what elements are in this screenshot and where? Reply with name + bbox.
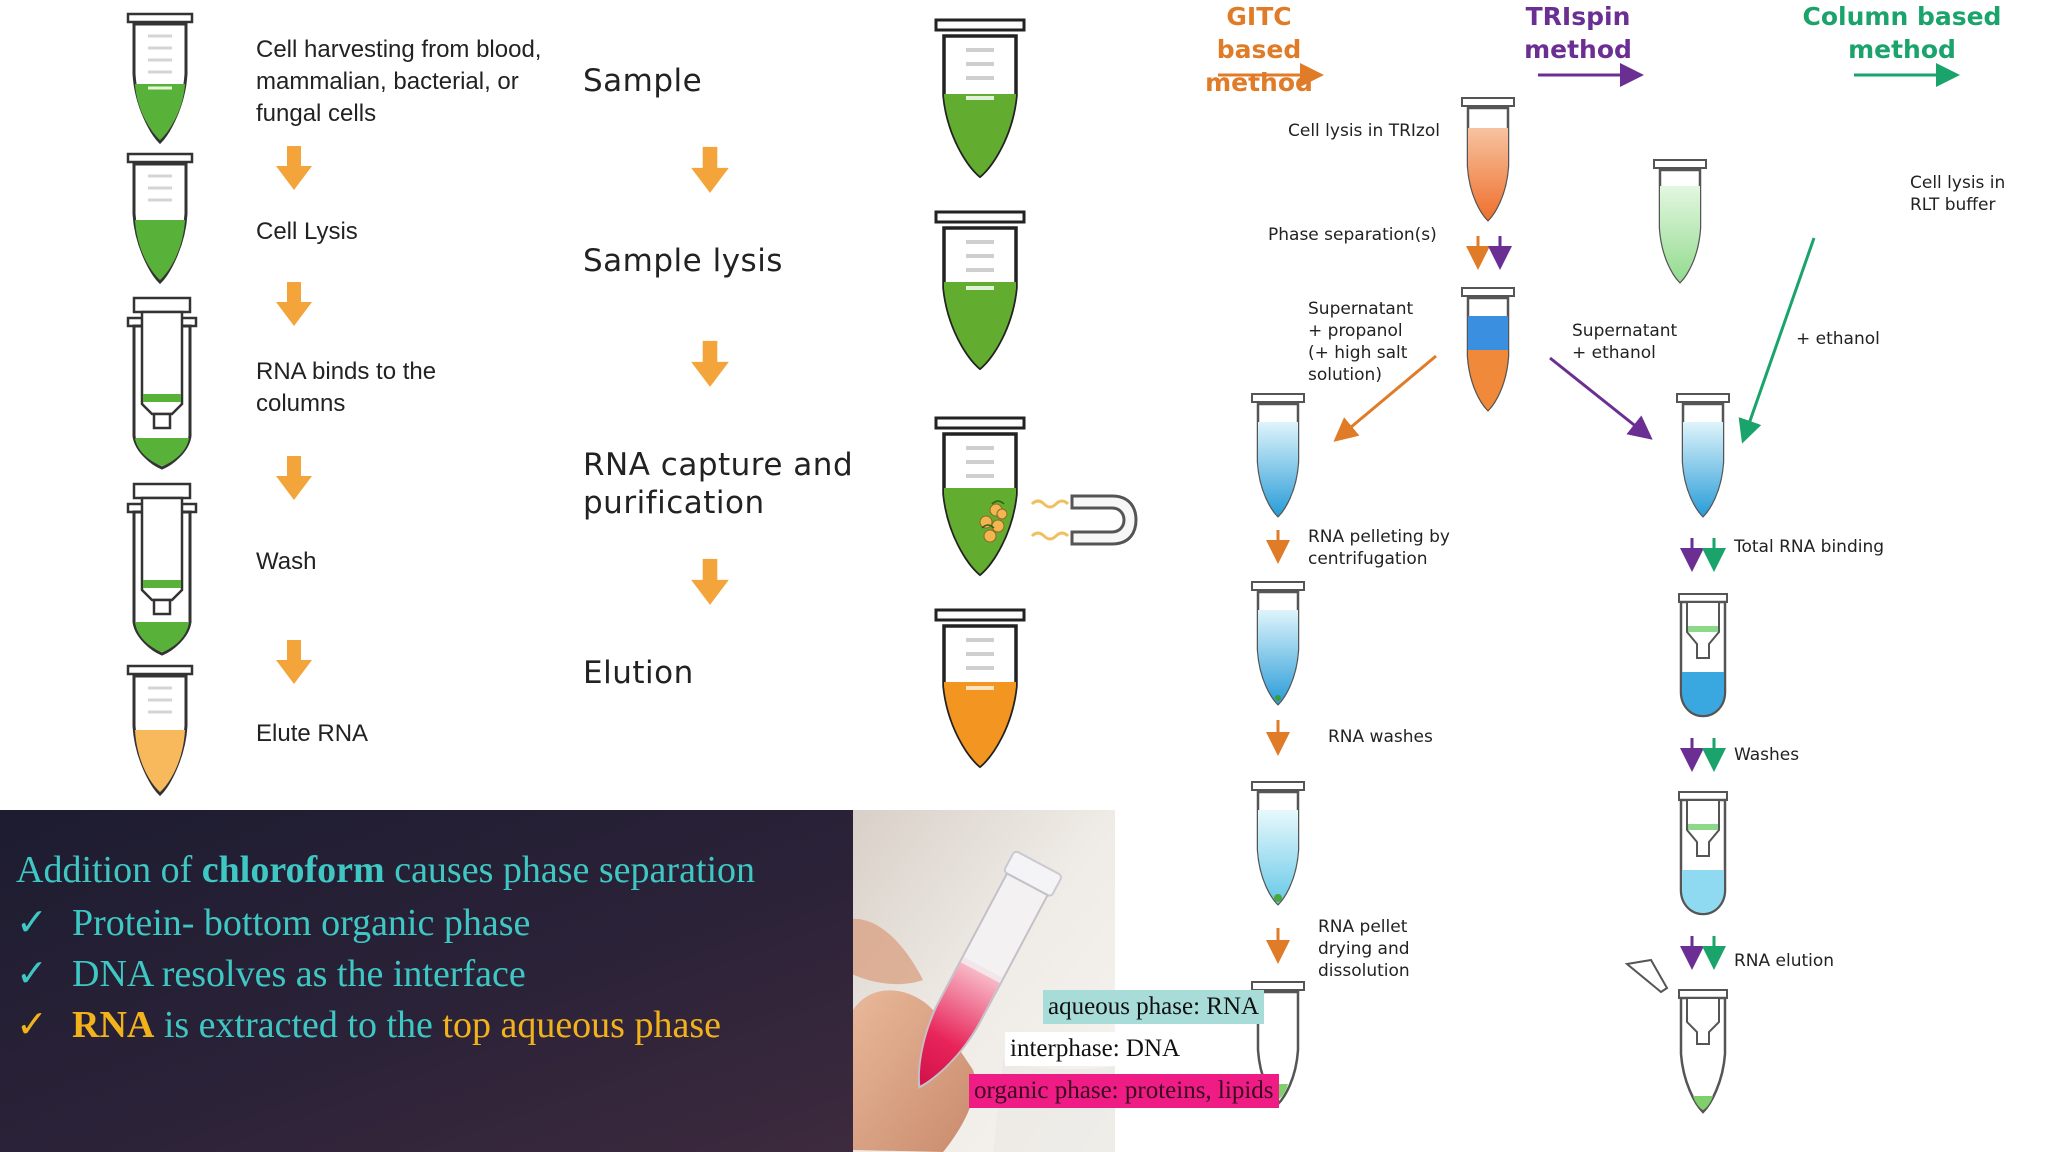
label-rna-elution: RNA elution <box>1734 951 1835 971</box>
middle-protocol-panel: Sample Sample lysis RNA capture and puri… <box>570 0 1170 810</box>
tube-magnetic-beads-icon <box>934 416 1026 577</box>
spin-column-light-icon <box>1678 791 1728 916</box>
label-cell-lysis-trizol: Cell lysis in TRIzol <box>1288 121 1440 141</box>
label-plus-ethanol: + ethanol <box>1796 329 1880 349</box>
tube-green-large-icon <box>934 210 1026 371</box>
intro-bold: chloroform <box>201 849 385 891</box>
bullet-protein-text: Protein- bottom organic phase <box>72 902 531 944</box>
spin-column-tube-icon <box>126 482 198 656</box>
step-rna-binds: RNA binds to the columns <box>256 358 437 417</box>
bullet-protein: ✓ Protein- bottom organic phase <box>16 900 530 945</box>
label-washes: Washes <box>1734 745 1800 765</box>
label-organic-phase: organic phase: proteins, lipids <box>969 1074 1279 1108</box>
tube-blue-light-icon <box>1251 781 1305 906</box>
label-rna-pellet-drying: RNA pellet drying and dissolution <box>1318 917 1410 981</box>
tube-orange-large-icon <box>934 608 1026 769</box>
label-supernatant-propanol: Supernatant + propanol (+ high salt solu… <box>1308 299 1414 385</box>
bullet-rna-mid: is extracted to the <box>154 1004 443 1046</box>
bullet-rna: ✓ RNA is extracted to the top aqueous pha… <box>16 1002 721 1047</box>
checkmark-icon: ✓ <box>16 1004 48 1046</box>
tube-blue-icon <box>1251 393 1305 518</box>
left-protocol-panel: Cell harvesting from blood, mammalian, b… <box>0 0 570 810</box>
label-rna-pelleting: RNA pelleting by centrifugation <box>1308 527 1450 569</box>
step-cell-lysis: Cell Lysis <box>256 218 358 245</box>
step-sample-lysis: Sample lysis <box>583 243 783 279</box>
tube-blue-icon <box>1676 393 1730 518</box>
label-supernatant-ethanol: Supernatant + ethanol <box>1572 321 1678 363</box>
intro-line: Addition of chloroform causes phase sepa… <box>16 848 755 892</box>
step-wash: Wash <box>256 548 317 575</box>
arrow-down-icon <box>691 340 729 387</box>
phase-separation-photo: aqueous phase: RNA interphase: DNA organ… <box>853 810 1279 1152</box>
bullet-rna-bold: RNA <box>72 1004 155 1046</box>
arrow-down-icon <box>276 282 312 326</box>
bullet-dna-text: DNA resolves as the interface <box>72 953 526 995</box>
label-interphase: interphase: DNA <box>1005 1032 1186 1066</box>
label-cell-lysis-rlt: Cell lysis in RLT buffer <box>1910 173 2006 215</box>
step-elution: Elution <box>583 655 694 691</box>
checkmark-icon: ✓ <box>16 953 48 995</box>
header-trispin: TRIspin method <box>1524 2 1632 64</box>
arrow-down-icon <box>691 558 729 605</box>
right-methods-panel: GITC based method TRIspin method Column … <box>1170 0 2048 1152</box>
arrow-down-icon <box>276 640 312 684</box>
label-phase-separation: Phase separation(s) <box>1268 225 1437 245</box>
checkmark-icon: ✓ <box>16 902 48 944</box>
label-total-rna-binding: Total RNA binding <box>1734 537 1885 557</box>
label-rna-washes: RNA washes <box>1328 727 1433 747</box>
step-elute-rna: Elute RNA <box>256 720 369 747</box>
chloroform-text-panel: Addition of chloroform causes phase sepa… <box>0 810 853 1152</box>
tube-green-icon <box>126 152 194 285</box>
arrow-down-icon <box>276 456 312 500</box>
bullet-rna-highlight: top aqueous phase <box>442 1004 721 1046</box>
header-gitc: GITC based method <box>1205 2 1313 97</box>
methods-arrows <box>1218 63 1960 970</box>
arrow-down-icon <box>276 146 312 190</box>
spin-column-tube-icon <box>126 296 198 470</box>
intro-suffix: causes phase separation <box>384 849 756 891</box>
magnet-icon <box>1030 494 1138 546</box>
tube-phase-separated-icon <box>1461 287 1515 412</box>
tube-orange-trizol-icon <box>1461 97 1515 222</box>
tube-green-rlt-icon <box>1653 159 1707 284</box>
arrow-down-icon <box>691 146 729 193</box>
step-sample: Sample <box>583 63 703 99</box>
bullet-dna: ✓ DNA resolves as the interface <box>16 951 526 996</box>
step-cell-harvesting: Cell harvesting from blood, mammalian, b… <box>256 36 542 127</box>
spin-column-blue-icon <box>1678 593 1728 718</box>
tube-yellow-icon <box>126 664 194 797</box>
tube-elution-icon <box>1624 958 1728 1114</box>
label-aqueous-phase: aqueous phase: RNA <box>1043 990 1265 1024</box>
intro-prefix: Addition of <box>16 849 202 891</box>
tube-blue-icon <box>1251 581 1305 706</box>
tube-green-icon <box>126 12 194 145</box>
header-column: Column based method <box>1802 2 2002 64</box>
tube-green-large-icon <box>934 18 1026 179</box>
step-rna-capture: RNA capture and purification <box>583 447 854 521</box>
